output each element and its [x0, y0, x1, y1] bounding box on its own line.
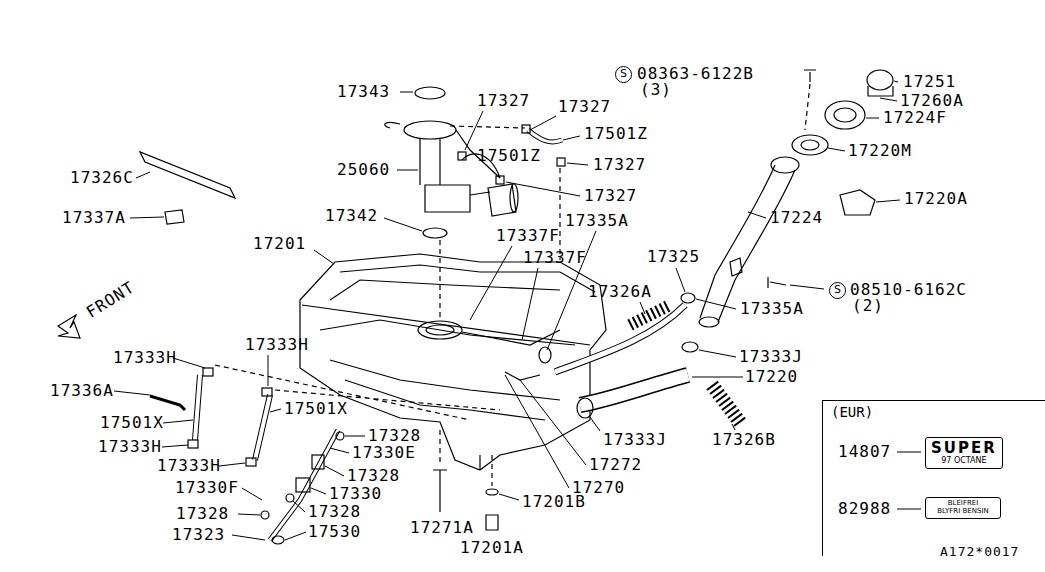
node-text: 97 OCTANE: [941, 457, 986, 466]
region-panel: (EUR) SUPER97 OCTANE BLEIFREIBLYFRI BENSIN: [822, 400, 1045, 556]
node-text: SUPER: [931, 440, 997, 457]
callout-number: 17333H: [157, 457, 221, 475]
callout-number: (3): [640, 81, 672, 99]
callout-number: 17328: [347, 467, 400, 485]
callout-number: 17327: [584, 187, 637, 205]
callout-number: 17328: [176, 505, 229, 523]
callout-number: 17333J: [739, 348, 803, 366]
callout-number: (2): [852, 297, 884, 315]
callout-number: 17501Z: [477, 147, 541, 165]
decal-label: SUPER97 OCTANE: [925, 437, 1003, 469]
callout-number: 17327: [558, 98, 611, 116]
callout-number: 17501X: [100, 414, 164, 432]
callout-number: 17330F: [175, 479, 239, 497]
callout-number: 17220: [745, 368, 798, 386]
callout-number: FRONT: [83, 278, 138, 321]
callout-number: 17220M: [848, 142, 912, 160]
callout-number: 17327: [477, 92, 530, 110]
standard-part-mark: S: [829, 282, 846, 299]
callout-number: 17337F: [523, 249, 587, 267]
callout-number: 17328: [368, 427, 421, 445]
callout-number: 17530: [308, 523, 361, 541]
callout-number: 17337F: [496, 227, 560, 245]
callout-number: 17330E: [352, 444, 416, 462]
callout-number: 17501Z: [584, 125, 648, 143]
hoses: [58, 152, 742, 544]
callout-number: 17333H: [98, 438, 162, 456]
leader-lines: [114, 81, 921, 540]
callout-number: 17342: [325, 207, 378, 225]
callout-number: 17325: [647, 248, 700, 266]
callout-number: 17335A: [740, 300, 804, 318]
callout-number: 17333J: [603, 431, 667, 449]
node-text: (EUR): [831, 405, 873, 420]
callout-number: 17271A: [410, 519, 474, 537]
callout-number: A172*0017: [940, 543, 1019, 561]
tank-body: [300, 254, 606, 470]
callout-number: 17220A: [904, 190, 968, 208]
callout-number: 17330: [329, 485, 382, 503]
callout-number: 17336A: [50, 382, 114, 400]
callout-number: 25060: [337, 161, 390, 179]
callout-number: 17328: [308, 503, 361, 521]
callout-number: 17333H: [113, 349, 177, 367]
node-text: BLEIFREI: [948, 500, 979, 508]
node-text: BLYFRI BENSIN: [937, 508, 988, 516]
callout-number: 17201: [253, 235, 306, 253]
callout-number: 17501X: [284, 400, 348, 418]
node-text: S: [834, 284, 841, 296]
callout-number: 17323: [172, 526, 225, 544]
standard-part-mark: S: [615, 66, 632, 83]
callout-number: 17337A: [62, 209, 126, 227]
callout-number: 14807: [838, 443, 891, 461]
callout-number: 82988: [838, 500, 891, 518]
callout-number: 17251: [903, 73, 956, 91]
callout-number: 17224: [770, 209, 823, 227]
callout-number: 17272: [589, 456, 642, 474]
callout-number: 17326A: [588, 283, 652, 301]
decal-label: BLEIFREIBLYFRI BENSIN: [925, 497, 1001, 519]
callout-number: 17327: [593, 156, 646, 174]
callout-number: 17326B: [712, 431, 776, 449]
callout-number: 17201A: [460, 539, 524, 557]
node-text: S: [620, 68, 627, 80]
callout-number: 17224F: [883, 109, 947, 127]
callout-number: 17260A: [900, 92, 964, 110]
callout-number: 17201B: [522, 493, 586, 511]
callout-number: 17333H: [245, 336, 309, 354]
callout-number: 17335A: [565, 212, 629, 230]
callout-number: 17343: [337, 83, 390, 101]
callout-number: 17326C: [70, 169, 134, 187]
vent-lines: [440, 125, 565, 320]
